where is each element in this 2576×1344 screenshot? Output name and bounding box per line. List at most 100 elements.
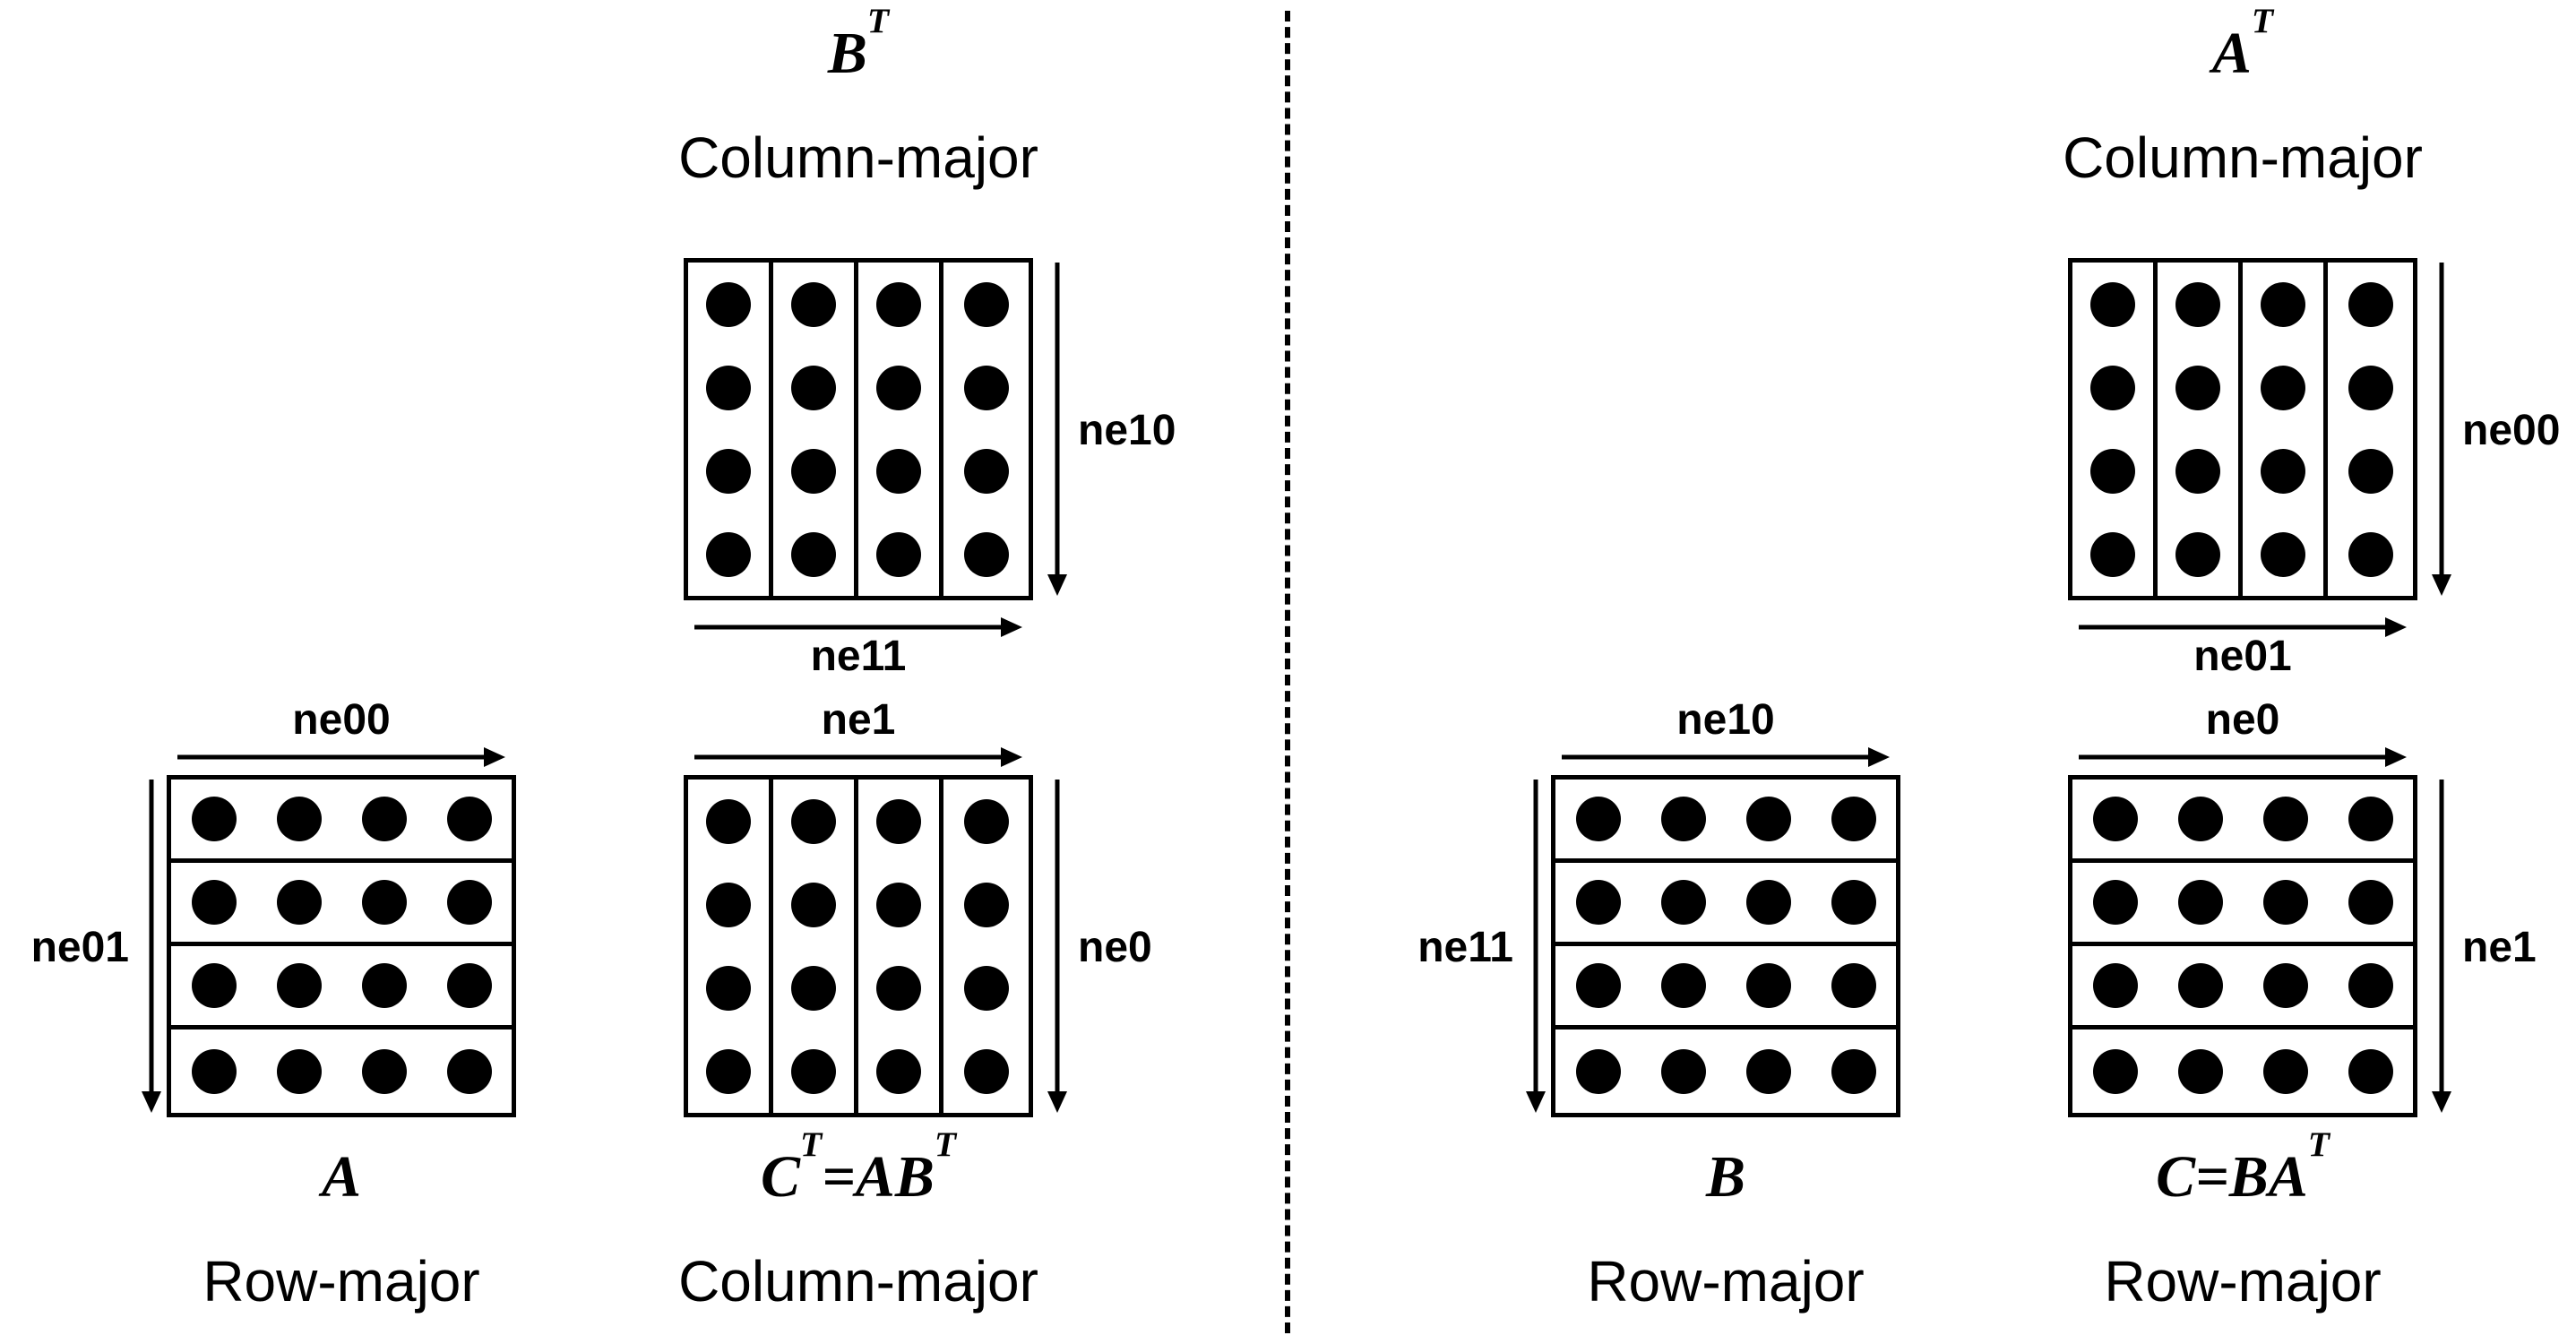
down-arrow-icon — [2432, 780, 2451, 1113]
dot — [876, 365, 921, 410]
dot — [2175, 281, 2220, 327]
dot — [2261, 281, 2305, 327]
matrix-c-title: C=BAT Row-major — [1902, 1124, 2576, 1315]
dot — [446, 797, 492, 841]
matrix-cell — [1726, 863, 1811, 946]
dot — [876, 1048, 921, 1094]
matrix-cell — [341, 946, 426, 1030]
dot — [1831, 880, 1876, 925]
dot — [963, 531, 1009, 577]
dot — [2262, 880, 2308, 925]
dot — [1745, 797, 1791, 841]
arrow-label: ne1 — [2462, 924, 2537, 971]
down-arrow-icon — [142, 780, 161, 1113]
dot — [876, 531, 921, 577]
matrix-cell — [1726, 780, 1811, 863]
dot — [2348, 797, 2393, 841]
dot — [2175, 531, 2220, 577]
right-arrow-icon — [1562, 747, 1890, 767]
down-arrow-icon — [2432, 263, 2451, 596]
right-arrow-icon — [177, 747, 505, 767]
dot — [791, 531, 836, 577]
matrix-cell — [2328, 1030, 2413, 1113]
right-arrow-icon — [2079, 617, 2407, 637]
matrix-grid — [1551, 775, 1900, 1117]
dot — [1660, 1048, 1706, 1094]
matrix-cell — [2328, 346, 2413, 429]
matrix-cell — [773, 346, 858, 429]
matrix-cell — [2072, 263, 2158, 346]
dot — [791, 448, 836, 494]
arrow-label: ne11 — [810, 633, 907, 680]
dot — [2348, 531, 2393, 577]
dot — [2262, 963, 2308, 1008]
dot — [191, 963, 237, 1008]
dot — [2348, 448, 2393, 494]
dot — [1575, 880, 1621, 925]
dot — [876, 882, 921, 927]
matrix-grid — [684, 258, 1033, 600]
dot — [706, 448, 751, 494]
matrix-cell — [341, 1030, 426, 1113]
dot — [706, 965, 751, 1011]
matrix-name: C=BAT — [2156, 1124, 2330, 1210]
right-arrow-icon — [2079, 747, 2407, 767]
dot — [2261, 365, 2305, 410]
dot — [791, 1048, 836, 1094]
matrix-bt-figure: ne10 ne11 — [531, 155, 1185, 703]
dot — [791, 798, 836, 844]
matrix-cell — [1811, 946, 1896, 1030]
arrow-label: ne11 — [1417, 924, 1513, 971]
matrix-cell — [943, 429, 1029, 513]
matrix-cell — [1726, 1030, 1811, 1113]
dot — [2177, 1048, 2223, 1094]
matrix-cell — [688, 513, 773, 596]
dot — [1575, 963, 1621, 1008]
matrix-cell — [2158, 429, 2243, 513]
matrix-grid — [2068, 775, 2417, 1117]
matrix-cell — [1555, 1030, 1641, 1113]
matrix-cell — [773, 1030, 858, 1113]
dot — [361, 963, 407, 1008]
dot — [1831, 797, 1876, 841]
dot — [1745, 963, 1791, 1008]
matrix-cell — [858, 946, 943, 1030]
matrix-cell — [688, 780, 773, 863]
matrix-cell — [2158, 780, 2243, 863]
dot — [706, 281, 751, 327]
down-arrow-icon — [1526, 780, 1546, 1113]
dot — [791, 882, 836, 927]
matrix-cell — [1641, 863, 1726, 946]
matrix-layout-label: Column-major — [678, 125, 1038, 190]
matrix-at-figure: ne00 ne01 — [1916, 155, 2570, 703]
dot — [1831, 1048, 1876, 1094]
dot — [2177, 880, 2223, 925]
dot — [2092, 880, 2138, 925]
dot — [2262, 797, 2308, 841]
matrix-cell — [943, 263, 1029, 346]
matrix-cell — [2158, 263, 2243, 346]
matrix-cell — [688, 346, 773, 429]
dot — [1575, 797, 1621, 841]
matrix-cell — [1641, 780, 1726, 863]
matrix-cell — [2072, 513, 2158, 596]
dot — [361, 1048, 407, 1094]
dot — [191, 880, 237, 925]
matrix-cell — [1555, 780, 1641, 863]
arrow-label: ne00 — [2462, 407, 2561, 454]
dot — [2348, 281, 2393, 327]
matrix-a-figure: ne00 ne01 — [14, 672, 668, 1220]
arrow-label: ne01 — [30, 924, 129, 971]
matrix-grid — [167, 775, 516, 1117]
matrix-cell — [1726, 946, 1811, 1030]
matrix-cell — [256, 1030, 341, 1113]
matrix-layout-label: Row-major — [1587, 1249, 1865, 1314]
dot — [2348, 1048, 2393, 1094]
dot — [706, 882, 751, 927]
dot — [876, 965, 921, 1011]
dot — [1660, 963, 1706, 1008]
matrix-cell — [1641, 946, 1726, 1030]
dot — [876, 798, 921, 844]
matrix-cell — [858, 863, 943, 946]
